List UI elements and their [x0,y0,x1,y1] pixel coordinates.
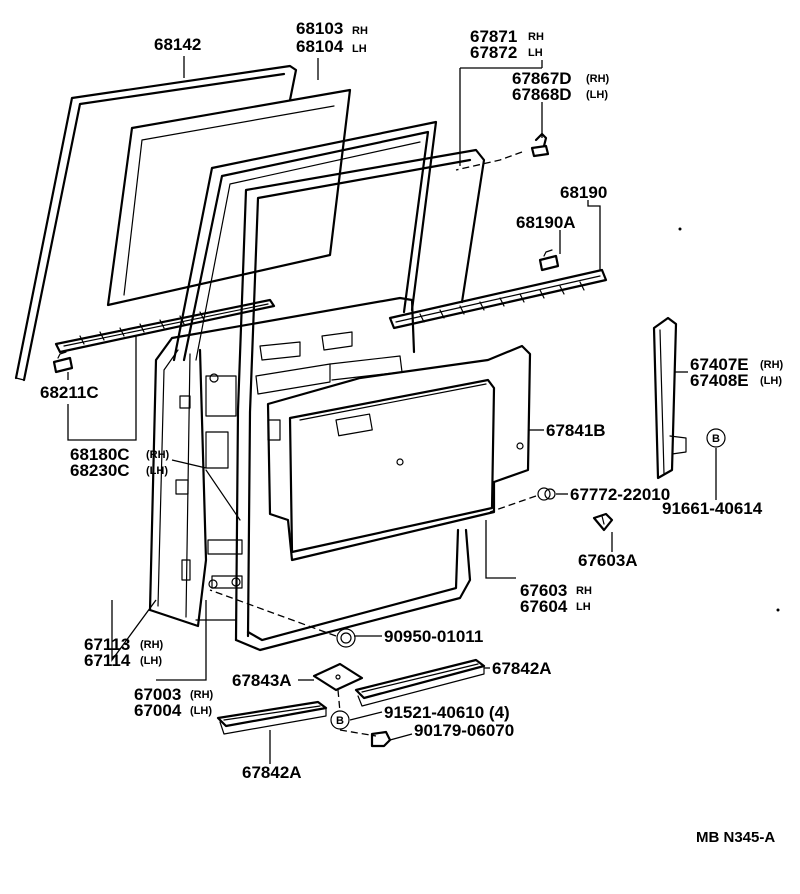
label-67113: 67113 [84,635,130,654]
label-68211c: 68211C [40,383,99,402]
label-68230c-side: (LH) [146,465,168,477]
diagram-code: MB N345-A [696,829,775,846]
label-67867d: 67867D [512,69,572,88]
label-67868d-side: (LH) [586,89,608,101]
label-67868d: 67868D [512,85,572,104]
label-90179: 90179-06070 [414,721,514,740]
leader-lines [67,56,717,764]
label-67843a: 67843A [232,671,292,690]
label-68230c: 68230C [70,461,130,480]
outer-moulding-68142 [14,64,298,382]
label-67004-side: (LH) [190,705,212,717]
label-68180c-side: (RH) [146,449,170,461]
label-68190: 68190 [560,183,607,202]
clip-68190a [538,249,560,272]
clip-67603a [592,512,614,532]
label-67603a: 67603A [578,551,638,570]
plate-67843a [312,662,364,713]
label-67408e-side: (LH) [760,375,782,387]
label-68103: 68103 [296,19,343,38]
label-67003-side: (RH) [190,689,214,701]
label-68104-side: LH [352,43,367,55]
door-weatherstrip-frame [234,148,486,652]
label-67114: 67114 [84,651,131,670]
nut-90179 [370,730,392,748]
label-67603-side: RH [576,585,592,597]
label-67408e: 67408E [690,371,749,390]
label-68103-side: RH [352,25,368,37]
outer-belt-weatherstrip-68190 [388,268,608,330]
label-67872: 67872 [470,43,517,62]
label-91521: 91521-40610 (4) [384,703,510,722]
grommet-90950 [209,589,356,648]
clip-67772 [489,487,556,513]
bolt-letter-1: B [712,433,720,445]
label-67841b: 67841B [546,421,606,440]
inner-belt-weatherstrip-68180c [54,298,276,354]
door-panel-67003 [148,296,416,628]
label-67871-side: RH [528,31,544,43]
label-68190a: 68190A [516,213,576,232]
label-90950: 90950-01011 [384,627,483,646]
label-67867d-side: (RH) [586,73,610,85]
bolt-letter-2: B [336,715,344,727]
part-labels: 68142 68103 RH 68104 LH 67871 RH 67872 L… [40,19,784,846]
label-91661: 91661-40614 [662,499,763,518]
bolt-91661: B [706,428,726,448]
label-67842a-upper: 67842A [492,659,552,678]
label-67407e: 67407E [690,355,749,374]
label-67114-side: (LH) [140,655,162,667]
label-67842a-lower: 67842A [242,763,302,782]
clip-68211c [52,351,74,374]
trim-board-67841b [266,344,532,562]
scuff-plate-upper-67842a [354,658,486,707]
dot-mark-2 [776,608,780,612]
clip-67867d [455,132,550,171]
scuff-plate-lower-67842a [216,700,328,735]
label-68104: 68104 [296,37,344,56]
run-channel-67871 [172,120,438,362]
label-67407e-side: (RH) [760,359,784,371]
label-67003: 67003 [134,685,181,704]
division-bar-67407e [652,316,687,480]
label-67604-side: LH [576,601,591,613]
dot-mark-1 [678,227,682,231]
label-67871: 67871 [470,27,517,46]
label-67113-side: (RH) [140,639,164,651]
label-68142: 68142 [154,35,201,54]
label-67603: 67603 [520,581,567,600]
label-67772: 67772-22010 [570,485,670,504]
label-67604: 67604 [520,597,568,616]
label-68180c: 68180C [70,445,130,464]
label-67872-side: LH [528,47,543,59]
bolt-91521: B [330,710,377,737]
door-glass-68103 [106,88,352,307]
label-67004: 67004 [134,701,182,720]
